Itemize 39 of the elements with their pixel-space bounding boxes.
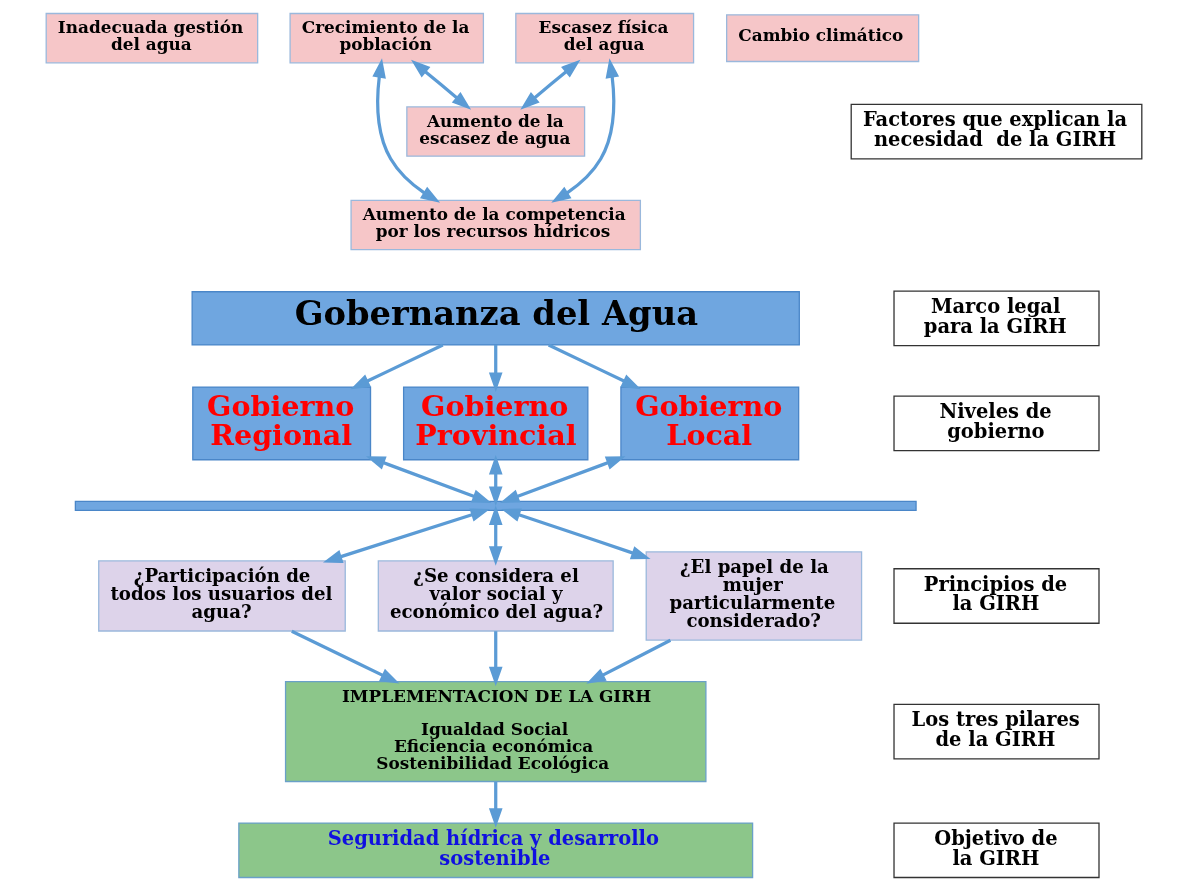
arrow xyxy=(488,345,503,392)
node-box: Niveles de gobierno xyxy=(893,395,1100,452)
node-box: Los tres pilares de la GIRH xyxy=(893,703,1100,760)
arrow xyxy=(547,343,641,390)
node-box: Gobierno Regional xyxy=(192,386,372,461)
node-box: Aumento de la competencia por los recursos hídricos xyxy=(350,199,642,251)
arrow xyxy=(488,505,503,566)
node-box: Inadecuada gestión del agua xyxy=(45,12,259,64)
arrow xyxy=(350,343,444,390)
node-box: Factores que explican la necesidad de la GIRH xyxy=(850,103,1143,160)
arrow xyxy=(499,456,626,503)
arrow xyxy=(291,629,400,684)
node-box: ¿Se considera el valor social y económico del agua? xyxy=(377,560,614,632)
node-box: Marco legal para la GIRH xyxy=(893,290,1100,347)
node-box: Escasez física del agua xyxy=(515,12,695,64)
arrow xyxy=(488,781,503,828)
node-box: ¿Participación de todos los usuarios del agua? xyxy=(98,560,346,632)
node-box: Gobierno Provincial xyxy=(402,386,589,461)
node-box: Gobernanza del Agua xyxy=(191,291,800,346)
arrow xyxy=(520,59,581,110)
arrow xyxy=(411,59,472,110)
arrow xyxy=(488,631,503,687)
node-box: IMPLEMENTACION DE LA GIRH Igualdad Social Eficiencia económica Sostenibilidad Ecológica xyxy=(284,680,707,783)
arrow xyxy=(551,58,620,203)
node-box: ¿El papel de la mujer particularmente considerado? xyxy=(645,551,863,641)
arrow xyxy=(586,638,672,684)
node-box: Aumento de la escasez de agua xyxy=(406,106,586,157)
arrow xyxy=(366,456,492,503)
node-box: Gobierno Local xyxy=(620,386,800,461)
node-box: Cambio climático xyxy=(726,14,920,63)
node-box: Crecimiento de la población xyxy=(289,12,485,64)
node-box: Principios de la GIRH xyxy=(893,568,1100,624)
arrow xyxy=(488,455,503,506)
arrow xyxy=(372,58,441,203)
arrow xyxy=(322,508,490,563)
node-bar xyxy=(74,500,917,511)
node-box: Seguridad hídrica y desarrollo sostenible xyxy=(238,822,754,879)
arrow xyxy=(501,508,651,560)
node-box: Objetivo de la GIRH xyxy=(893,822,1100,879)
